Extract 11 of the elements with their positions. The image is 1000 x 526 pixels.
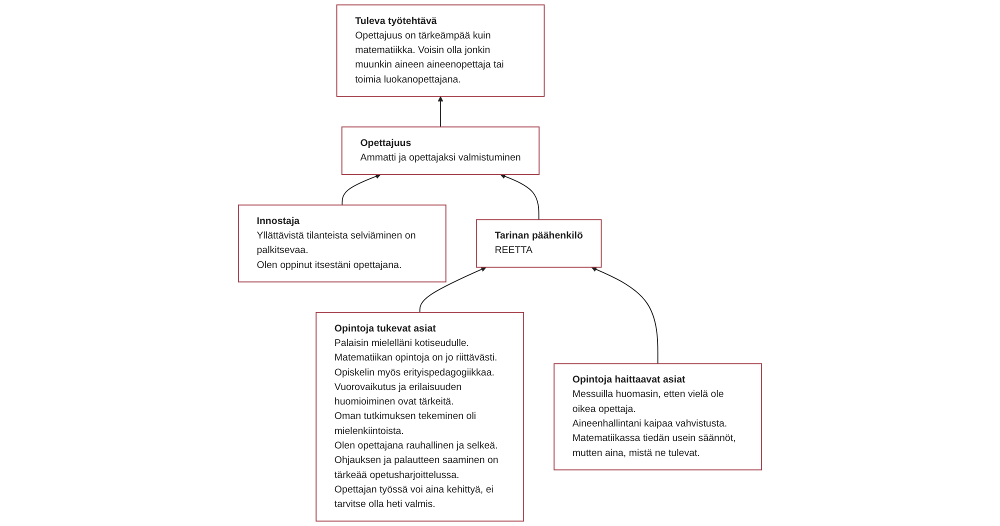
arrow — [438, 96, 444, 128]
node-box: Tuleva työtehtävä Opettajuus on tärkeämpää kuin matematiikka. Voisin olla jonkin muunkin aineen aineenopettaja tai toimia luokanopettajana. — [336, 4, 545, 97]
node-box: Opettajuus Ammatti ja opettajaksi valmistuminen — [341, 126, 540, 175]
arrow — [342, 174, 381, 206]
node-box: Innostaja Yllättävistä tilanteista selviäminen on palkitsevaa. Olen oppinut itsestäni opettajana. — [238, 204, 446, 282]
arrow — [591, 266, 658, 364]
node-box: Opintoja haittaavat asiat Messuilla huomasin, etten vielä ole oikea opettaja. Aineenhallintani kaipaa vahvistusta. Matematiikassa tiedän usein säännöt, mutten aina, mistä ne tulevat. — [554, 363, 762, 470]
node-box: Tarinan päähenkilö REETTA — [476, 219, 602, 268]
arrow — [500, 174, 540, 220]
arrow — [419, 266, 486, 313]
node-box: Opintoja tukevat asiat Palaisin mielelläni kotiseudulle. Matematiikan opintoja on jo riittävästi. Opiskelin myös erityispedagogiikkaa. Vuorovaikutus ja erilaisuuden huomioiminen ovat tärkeitä. Oman tutkimuksen tekeminen oli mielenkiintoista. Olen opettajana rauhallinen ja selkeä. Ohjauksen ja palautteen saaminen on tärkeää opetusharjoittelussa. Opettajan työssä voi aina kehittyä, ei tarvitse olla heti valmis. — [316, 312, 524, 522]
